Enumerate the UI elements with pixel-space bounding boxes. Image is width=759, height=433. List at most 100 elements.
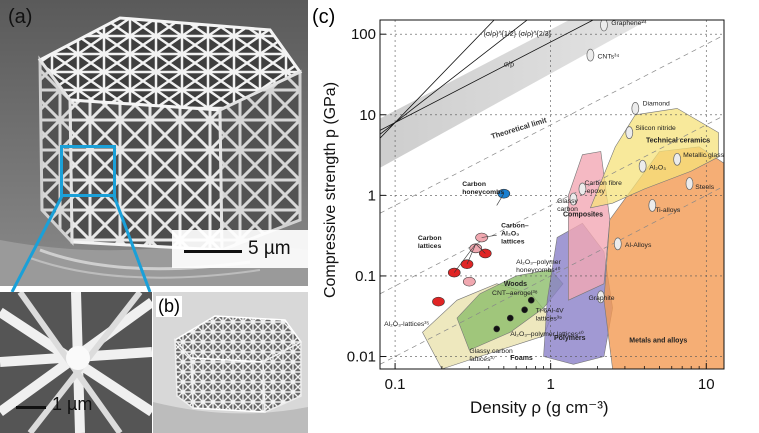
data-point (493, 325, 501, 333)
material-label: Graphene²⁴ (611, 20, 646, 27)
data-point (506, 314, 514, 322)
panel-a-image (0, 0, 308, 286)
y-tick-label: 0.1 (355, 268, 376, 285)
region-metals (603, 146, 724, 369)
scale-bar-label: 5 µm (248, 238, 291, 259)
material-bubble (638, 159, 647, 173)
scale-bar-zoom-label: 1 µm (52, 394, 93, 414)
theoretical-limit-label: Theoretical limit (490, 115, 548, 141)
region-label: Woods (504, 281, 527, 288)
material-label: Al₂O₃ (649, 164, 666, 171)
material-label: Silicon nitride (635, 125, 676, 132)
region-label: Polymers (554, 335, 586, 342)
x-tick-label: 10 (698, 376, 715, 393)
material-bubble (596, 290, 605, 304)
material-label: CNT–aerogel³⁸ (492, 290, 538, 297)
x-tick-label: 0.1 (385, 376, 406, 393)
data-point (497, 188, 511, 199)
scale-bar-line (184, 250, 242, 253)
material-bubble (578, 182, 587, 196)
data-point (447, 267, 461, 278)
region-label: Foams (510, 355, 533, 362)
material-label: Ti-alloys (655, 207, 681, 214)
material-label: Graphite (588, 295, 614, 302)
material-label: Al₂O₃–polymer lattices⁴⁰ (510, 330, 584, 338)
region-woods (456, 269, 564, 351)
guide-label-1: (σ/ρ)^{1/2} (483, 31, 516, 38)
y-tick-label: 1 (368, 187, 376, 204)
leader-line (453, 243, 476, 273)
data-point (460, 259, 474, 269)
leader-line (466, 243, 477, 265)
panel-b-label: (b) (156, 296, 182, 317)
leader-line (496, 193, 505, 206)
scale-bar-a: 5 µm (172, 230, 308, 268)
material-label: Steels (695, 184, 714, 191)
zoom-connectors (10, 195, 152, 293)
plot-frame (379, 19, 725, 370)
data-point (432, 296, 445, 307)
material-label: Al₂O₃-lattices³⁵ (384, 321, 429, 328)
guide-line (380, 20, 595, 131)
lattice-micrograph-large (0, 0, 308, 286)
data-point (521, 306, 528, 314)
x-tick-label: 1 (547, 376, 555, 393)
material-bubble (625, 126, 634, 139)
region-label: Metals and alloys (629, 337, 687, 344)
dashed-guide (380, 185, 724, 365)
region-ceramics (589, 108, 719, 209)
guide-line (380, 20, 495, 139)
x-axis-label: Density ρ (g cm⁻³) (470, 398, 609, 417)
data-point (475, 232, 488, 243)
guide-label-2: (σ/ρ)^{2/3} (518, 31, 551, 38)
data-point (463, 276, 476, 287)
lattice-micrograph-b (153, 292, 308, 433)
material-bubble (600, 20, 608, 32)
region-composites (568, 151, 611, 301)
material-bubble (631, 102, 640, 115)
material-label: Al-Alloys (625, 242, 652, 249)
material-label: Metallic glass (683, 152, 724, 159)
dashed-guide (380, 34, 724, 214)
material-label: Carbon fibre-epoxy (585, 180, 623, 195)
material-label: Diamond (643, 101, 670, 108)
panel-a-label: (a) (8, 6, 33, 28)
guide-line (380, 20, 528, 135)
data-point (478, 248, 492, 259)
panel-zoom-image (0, 292, 152, 433)
theoretical-limit-band (380, 20, 648, 168)
zoom-region-box (60, 145, 116, 197)
plot-background (380, 20, 724, 369)
panel-c-label: (c) (312, 6, 336, 28)
material-bubble (685, 177, 694, 190)
scale-bar-zoom-line (16, 406, 46, 409)
y-tick-label: 0.01 (347, 349, 376, 366)
data-point (469, 243, 483, 254)
leader-line (475, 243, 486, 254)
y-axis-label: Compressive strength p (GPa) (322, 81, 339, 299)
region-label: Technical ceramics (646, 138, 710, 145)
y-tick-label: 100 (351, 26, 376, 43)
material-bubble (648, 199, 657, 212)
leader-line (481, 234, 497, 238)
material-bubble (586, 48, 595, 62)
material-bubble (569, 192, 578, 206)
guide-label-3: σ/ρ (504, 61, 514, 68)
region-polymers (543, 222, 613, 365)
material-bubble (613, 237, 622, 251)
lattice-micrograph-zoom (0, 292, 152, 433)
material-label: CNTs³⁴ (598, 53, 620, 60)
dashed-guide (380, 115, 724, 295)
data-point (527, 296, 535, 304)
material-bubble (673, 152, 682, 166)
region-foams (422, 283, 552, 369)
region-label: Composites (563, 211, 603, 218)
y-tick-label: 10 (359, 107, 376, 124)
